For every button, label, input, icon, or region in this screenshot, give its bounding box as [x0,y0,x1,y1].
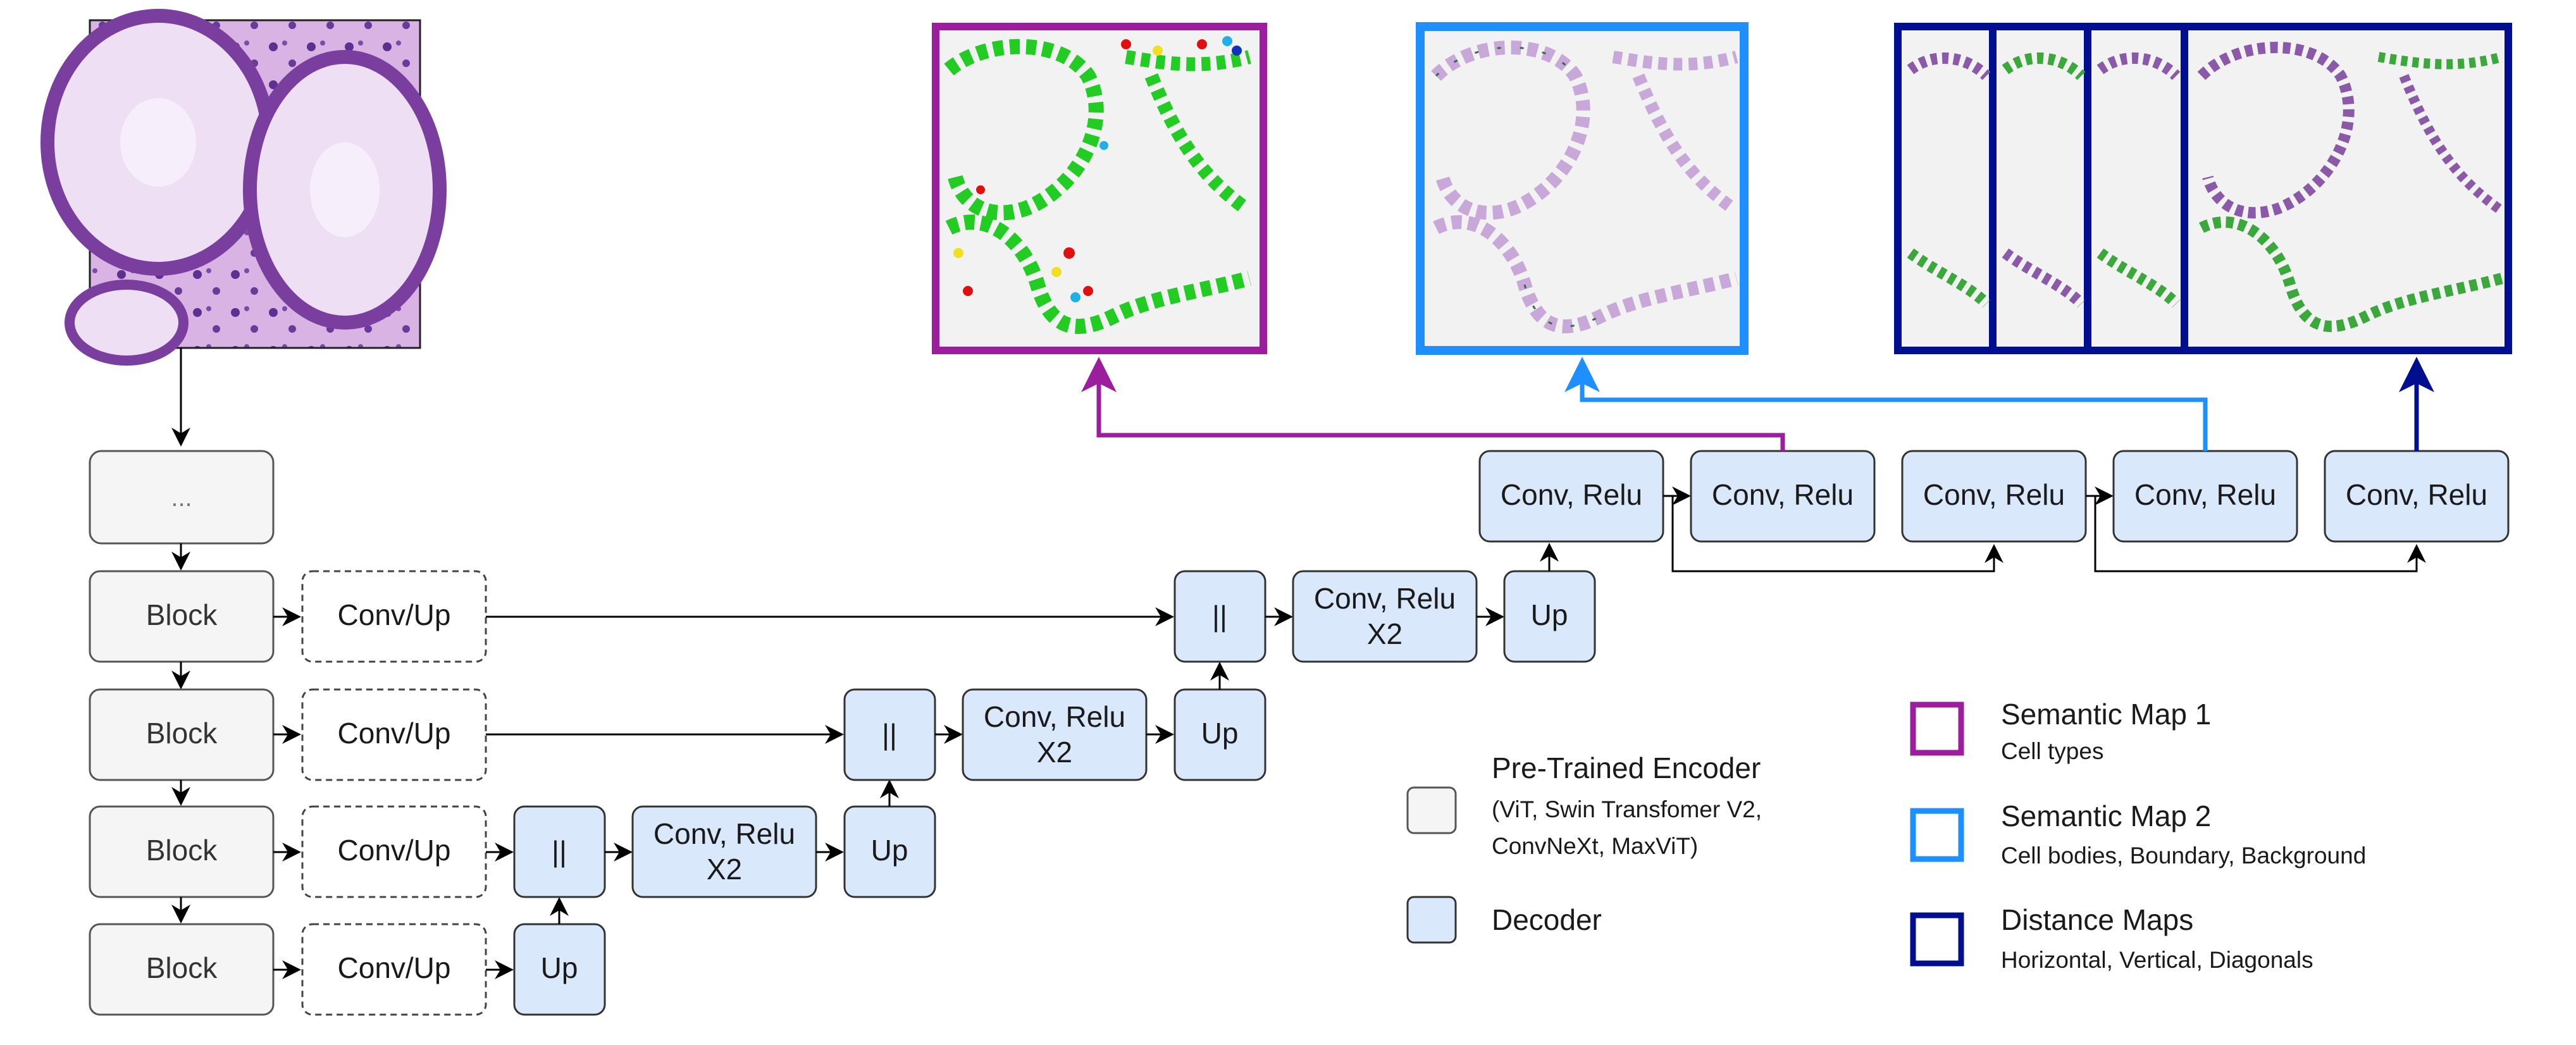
conv-relu-label: Conv, Relu [653,817,795,850]
encoder-block-2: Block [89,688,275,781]
legend-semantic-map-1-title: Semantic Map 1 [2001,698,2211,731]
conv-up-label: Conv/Up [338,951,451,984]
legend-encoder: Pre-Trained Encoder (ViT, Swin Transfome… [1406,751,1762,859]
block-label: Block [146,598,218,631]
distance-maps-output [1894,23,2512,354]
branch-connector-1 [1671,496,2003,572]
conv-relu-label: Conv, Relu [1501,478,1642,511]
decoder-concat-3: || [513,805,606,898]
conv-relu-label: Conv, Relu [1923,478,2065,511]
legend-decoder-label: Decoder [1492,903,1602,936]
legend-distance-maps: Distance Maps Horizontal, Vertical, Diag… [1910,903,2313,973]
encoder-block-3: Block [89,805,275,898]
legend-semantic-map-1: Semantic Map 1 Cell types [1910,698,2211,764]
x2-label: X2 [707,853,742,886]
encoder-block-4: Block [89,923,275,1016]
conv-up-label: Conv/Up [338,598,451,631]
conv-relu-label: Conv, Relu [984,700,1125,733]
legend-semantic-map-2: Semantic Map 2 Cell bodies, Boundary, Ba… [1910,800,2366,869]
histology-gland-left [40,9,276,276]
semantic-map-1-output [932,23,1267,354]
decoder-conv-relu-x2-3: Conv, Relu X2 [631,805,817,898]
legend-semantic-map-2-title: Semantic Map 2 [2001,800,2211,832]
concat-label: || [1212,600,1227,633]
conv-up-node-4: Conv/Up [273,923,487,1016]
head-conv-relu-4: Conv, Relu [2112,450,2298,543]
distance-maps-swatch [1910,912,1964,967]
head-conv-relu-5: Conv, Relu [2324,450,2510,543]
concat-label: || [882,718,897,751]
block-label: Block [146,834,218,867]
decoder-swatch [1406,896,1457,944]
legend-distance-maps-sub: Horizontal, Vertical, Diagonals [2001,947,2313,973]
semantic-map-1-arrow [1081,357,1785,451]
head-conv-relu-2: Conv, Relu [1690,450,1876,543]
semantic-map-2-arrow [1564,357,2208,451]
block-label: Block [146,951,218,984]
concat-label: || [552,835,567,868]
encoder-block-1: Block [89,570,275,663]
decoder-up-3: Up [843,805,936,898]
up-label: Up [1531,598,1568,631]
histology-gland-right [243,50,447,330]
head-conv-relu-3: Conv, Relu [1901,450,2087,543]
conv-relu-label: Conv, Relu [2134,478,2276,511]
up-label: Up [541,951,578,984]
decoder-conv-relu-x2-1: Conv, Relu X2 [1292,570,1478,663]
legend-semantic-map-1-sub: Cell types [2001,738,2103,764]
conv-up-label: Conv/Up [338,834,451,867]
up-label: Up [871,834,908,867]
legend-encoder-detail-1: (ViT, Swin Transfomer V2, [1492,796,1762,822]
decoder-concat-2: || [843,688,936,781]
histology-gland-bottom [65,280,189,366]
head-conv-relu-1: Conv, Relu [1478,450,1664,543]
x2-label: X2 [1037,736,1072,769]
legend-decoder: Decoder [1406,896,1602,944]
legend-encoder-title: Pre-Trained Encoder [1492,751,1761,784]
decoder-up-2: Up [1173,688,1266,781]
semantic-map-2-output [1416,22,1749,355]
block-label: Block [146,717,218,750]
conv-up-label: Conv/Up [338,717,451,750]
decoder-conv-relu-x2-2: Conv, Relu X2 [962,688,1148,781]
decoder-up-4: Up [513,923,606,1016]
up-label: Up [1201,717,1239,750]
conv-relu-label: Conv, Relu [2346,478,2487,511]
x2-label: X2 [1367,617,1403,650]
conv-relu-label: Conv, Relu [1712,478,1854,511]
conv-up-node-2: Conv/Up [273,688,487,781]
conv-relu-label: Conv, Relu [1314,582,1456,615]
branch-connector-2 [2094,496,2426,572]
encoder-swatch [1406,786,1457,834]
legend-encoder-detail-2: ConvNeXt, MaxViT) [1492,833,1698,859]
decoder-concat-1: || [1173,570,1266,663]
input-image [40,9,447,366]
decoder-up-1: Up [1503,570,1596,663]
conv-up-node-1: Conv/Up [273,570,487,663]
encoder-ellipsis-node: ... [89,450,275,545]
conv-up-node-3: Conv/Up [273,805,487,898]
semantic-map-1-swatch [1910,702,1964,756]
semantic-map-2-swatch [1910,808,1964,862]
legend-semantic-map-2-sub: Cell bodies, Boundary, Background [2001,843,2366,869]
ellipsis-label: ... [171,484,192,512]
legend-distance-maps-title: Distance Maps [2001,903,2193,936]
